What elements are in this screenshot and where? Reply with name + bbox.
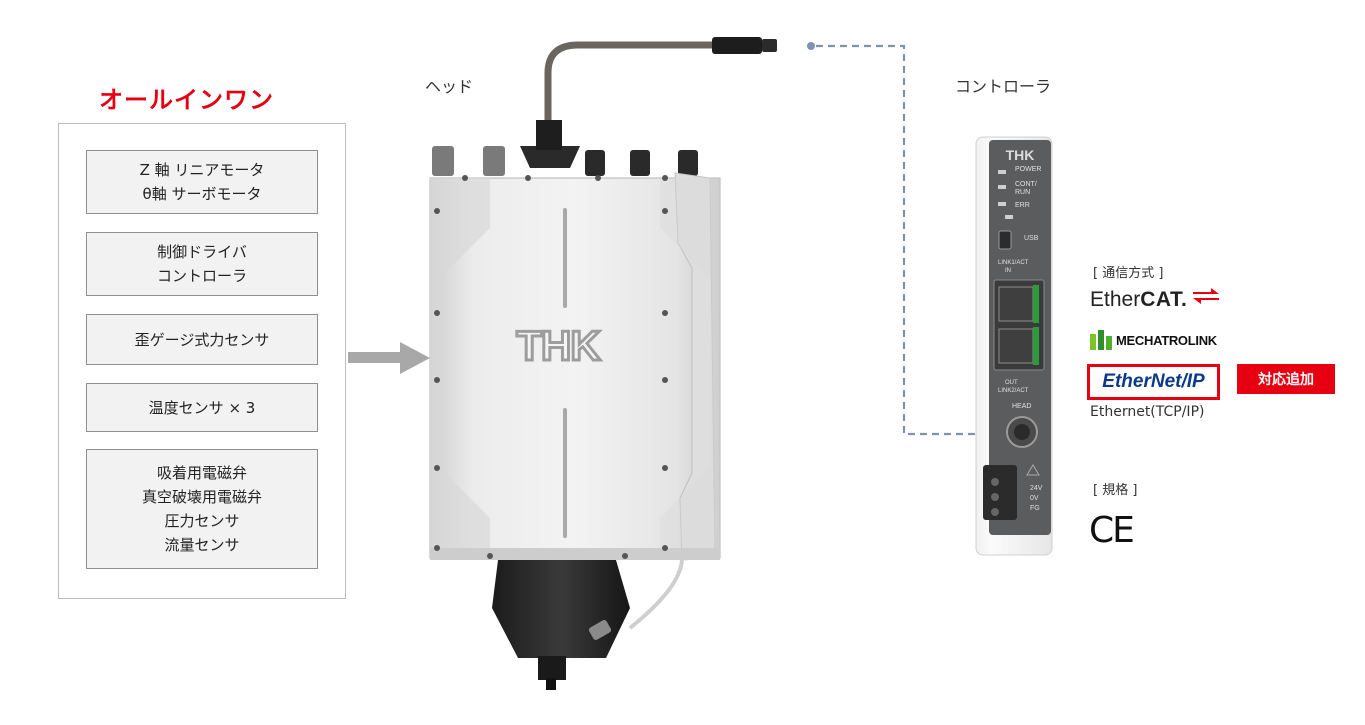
ethernetip-logo: EtherNet/IP bbox=[1087, 364, 1220, 400]
ce-mark: CE bbox=[1089, 510, 1135, 551]
led-run-label: CONT/ RUN bbox=[1015, 181, 1037, 196]
ethercat-logo: EtherCAT. bbox=[1090, 288, 1220, 312]
component-line: 圧力センサ bbox=[164, 512, 240, 530]
controller-thk-logo: THK bbox=[1005, 147, 1035, 163]
in-label: IN bbox=[1005, 268, 1011, 274]
right-arrow-icon bbox=[348, 342, 430, 374]
led-err-label: ERR bbox=[1015, 202, 1030, 209]
power-fg-label: FG bbox=[1030, 505, 1040, 512]
ethernet-tcpip-label: Ethernet(TCP/IP) bbox=[1090, 404, 1205, 420]
mechatrolink-logo: MECHATROLINK bbox=[1090, 330, 1217, 350]
head-device bbox=[429, 37, 777, 690]
usb-label: USB bbox=[1024, 235, 1039, 242]
head-caption: ヘッド bbox=[425, 77, 474, 96]
component-box-force-sensor: 歪ゲージ式力センサ bbox=[86, 314, 318, 365]
component-line: 歪ゲージ式力センサ bbox=[134, 330, 270, 349]
ethercat-logo-text-b: CAT. bbox=[1140, 288, 1188, 311]
component-line: コントローラ bbox=[156, 267, 247, 285]
power-24v-label: 24V bbox=[1030, 485, 1043, 492]
newly-supported-badge: 対応追加 bbox=[1237, 364, 1335, 394]
component-line: Z 軸 リニアモータ bbox=[139, 161, 265, 179]
component-line: θ軸 サーボモータ bbox=[142, 185, 262, 203]
component-box-motors: Z 軸 リニアモータ θ軸 サーボモータ bbox=[86, 150, 318, 214]
component-line: 吸着用電磁弁 bbox=[156, 464, 247, 482]
component-box-controller: 制御ドライバ コントローラ bbox=[86, 232, 318, 296]
link2-label: LINK2/ACT bbox=[998, 388, 1029, 394]
mechatrolink-icon bbox=[1090, 330, 1112, 350]
standard-heading: [ 規格 ] bbox=[1093, 483, 1138, 498]
component-line: 真空破壊用電磁弁 bbox=[141, 488, 262, 506]
component-box-temp-sensors: 温度センサ × 3 bbox=[86, 383, 318, 432]
component-line: 温度センサ × 3 bbox=[148, 398, 256, 417]
mechatrolink-text: MECHATROLINK bbox=[1116, 332, 1217, 348]
head-thk-logo: THK bbox=[515, 321, 602, 371]
all-in-one-title: オールインワン bbox=[99, 86, 274, 114]
ethercat-arrows-icon bbox=[1193, 288, 1220, 304]
comm-heading: [ 通信方式 ] bbox=[1093, 266, 1164, 281]
controller-device bbox=[975, 136, 1053, 556]
controller-caption: コントローラ bbox=[955, 77, 1052, 96]
link1-label: LINK1/ACT bbox=[998, 260, 1029, 266]
out-label: OUT bbox=[1005, 380, 1018, 386]
ethercat-logo-text-a: Ether bbox=[1090, 288, 1141, 311]
component-line: 制御ドライバ bbox=[157, 243, 247, 261]
power-0v-label: 0V bbox=[1030, 495, 1039, 502]
power-terminal-labels: 24V 0V FG bbox=[1030, 484, 1042, 514]
component-line: 流量センサ bbox=[164, 536, 240, 554]
component-box-valves-sensors: 吸着用電磁弁 真空破壊用電磁弁 圧力センサ 流量センサ bbox=[86, 449, 318, 569]
head-port-label: HEAD bbox=[1012, 403, 1032, 410]
led-power-label: POWER bbox=[1015, 166, 1042, 173]
cable-connection-line bbox=[807, 42, 1010, 436]
controller-led-labels: POWER CONT/ RUN ERR bbox=[1015, 166, 1041, 210]
